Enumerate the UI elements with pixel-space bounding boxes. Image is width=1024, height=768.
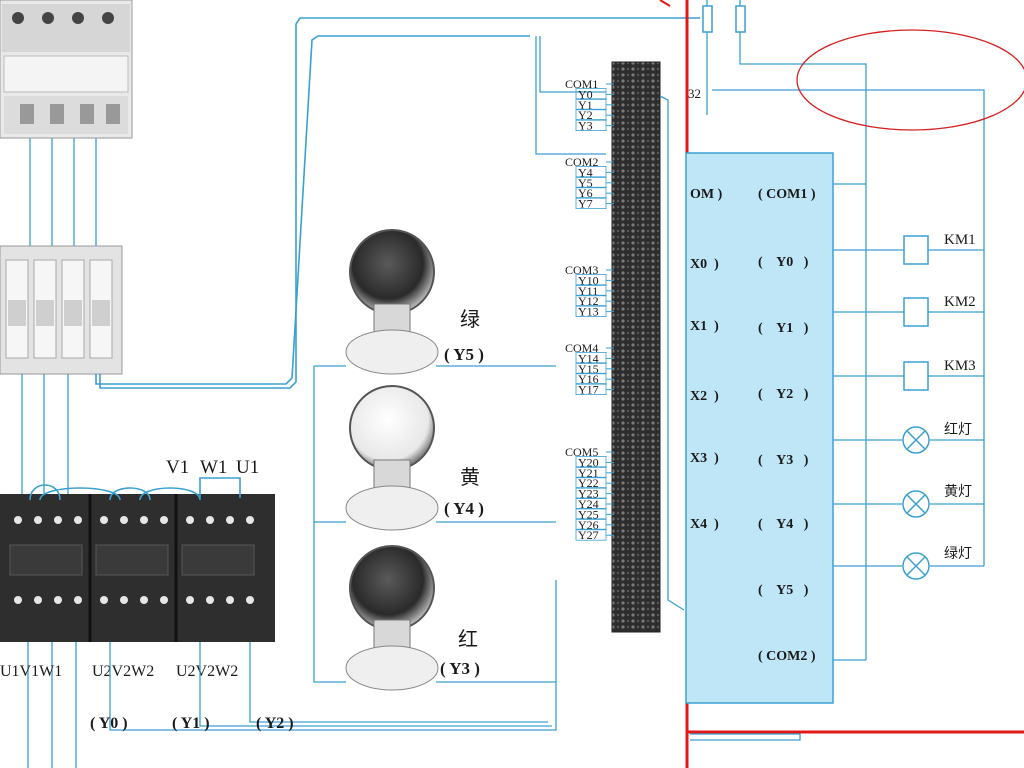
terminal-label: COM1 — [565, 77, 598, 91]
lamp-green-addr: ( Y5 ) — [444, 345, 484, 364]
plc-output-label: ( COM2 ) — [758, 649, 816, 664]
phase-label-u1: U1 — [236, 457, 259, 478]
load-label-km3: KM3 — [944, 358, 976, 374]
terminal-label: Y3 — [578, 119, 593, 133]
plc-terminal-strip — [535, 36, 685, 633]
motor-terminals-1: U1V1W1 — [0, 663, 62, 680]
terminal-label: Y11 — [578, 284, 598, 298]
wire-number-32: 32 — [688, 86, 701, 101]
relay-coil-km2 — [903, 297, 929, 327]
terminal-label: Y12 — [578, 294, 599, 308]
terminal-label: Y0 — [578, 87, 593, 101]
lamp-yellow — [345, 385, 439, 531]
terminal-label: COM2 — [565, 155, 598, 169]
terminal-label: Y27 — [578, 528, 599, 542]
plc-output-label: ( Y0 ) — [758, 255, 809, 270]
motor-terminals-3: U2V2W2 — [176, 663, 238, 680]
lamp-green-name: 绿 — [460, 307, 480, 331]
lamp-red — [345, 545, 439, 691]
plc-input-label: X2 ) — [690, 389, 719, 404]
lamp-yellow-name: 黄 — [460, 465, 480, 489]
lamp-green — [345, 229, 439, 375]
plc-output-label: ( Y3 ) — [758, 453, 809, 468]
supply-wires — [21, 17, 700, 768]
relay-coil-km3 — [903, 361, 929, 391]
load-label-red-lamp: 红灯 — [944, 422, 972, 438]
phase-label-w1: W1 — [200, 457, 227, 478]
lamp-red-addr: ( Y3 ) — [440, 659, 480, 678]
plc-input-label: X4 ) — [690, 517, 719, 532]
lamp-symbol-red — [902, 426, 930, 454]
lamp-yellow-addr: ( Y4 ) — [444, 499, 484, 518]
lamp-red-name: 红 — [458, 627, 478, 651]
plc-input-label: OM ) — [690, 187, 723, 202]
bottom-wire — [690, 733, 801, 741]
terminal-label: Y6 — [578, 186, 593, 200]
plc-input-label: X3 ) — [690, 451, 719, 466]
terminal-label: Y24 — [578, 497, 599, 511]
coil-label-y1: ( Y1 ) — [172, 715, 210, 732]
plc-output-labels: ( COM1 ) ( Y0 ) ( Y1 ) ( Y2 ) ( Y3 ) ( Y4 ) ( … — [758, 187, 816, 664]
terminal-label: Y10 — [578, 273, 599, 287]
plc-input-labels: OM ) X0 ) X1 ) X2 ) X3 ) X4 ) — [690, 187, 723, 532]
plc-output-label: ( Y2 ) — [758, 387, 809, 402]
phase-label-v1: V1 — [166, 457, 189, 478]
motor-terminals-2: U2V2W2 — [92, 663, 154, 680]
terminal-label: Y22 — [578, 476, 599, 490]
terminal-label: Y23 — [578, 487, 599, 501]
fuse-block — [0, 245, 123, 375]
plc-input-label: X0 ) — [690, 257, 719, 272]
plc-output-label: ( Y5 ) — [758, 583, 809, 598]
plc-input-label: X1 ) — [690, 319, 719, 334]
lamp-wires — [313, 365, 556, 683]
terminal-label: COM5 — [565, 445, 598, 459]
relay-coil-km1 — [903, 235, 929, 265]
lamp-symbol-yellow — [902, 490, 930, 518]
coil-label-y0: ( Y0 ) — [90, 715, 128, 732]
terminal-label: COM3 — [565, 263, 598, 277]
highlight-ellipse — [796, 29, 1024, 131]
output-rungs — [833, 183, 984, 661]
terminal-label: Y25 — [578, 507, 599, 521]
terminal-label: Y16 — [578, 372, 599, 386]
plc-module — [685, 152, 834, 704]
terminal-label: COM4 — [565, 341, 598, 355]
terminal-label: Y5 — [578, 176, 593, 190]
contactor-coil-wires — [109, 580, 557, 731]
load-label-km1: KM1 — [944, 232, 976, 248]
plc-output-label: ( COM1 ) — [758, 187, 816, 202]
terminal-label: Y7 — [578, 197, 593, 211]
terminal-label: Y26 — [578, 518, 599, 532]
main-breaker — [0, 0, 133, 139]
plc-output-label: ( Y4 ) — [758, 517, 809, 532]
terminal-label: Y20 — [578, 455, 599, 469]
load-label-green-lamp: 绿灯 — [944, 546, 972, 562]
terminal-label: Y15 — [578, 362, 599, 376]
contactor-group — [0, 477, 275, 642]
terminal-label: Y1 — [578, 98, 593, 112]
plc-output-label: ( Y1 ) — [758, 321, 809, 336]
terminal-label: Y21 — [578, 466, 599, 480]
coil-label-y2: ( Y2 ) — [256, 715, 294, 732]
terminal-label: Y14 — [578, 351, 599, 365]
terminal-labels: COM1Y0Y1Y2Y3COM2Y4Y5Y6Y7COM3Y10Y11Y12Y13… — [565, 77, 614, 542]
terminal-label: Y13 — [578, 305, 599, 319]
terminal-label: Y2 — [578, 108, 593, 122]
terminal-label: Y4 — [578, 165, 593, 179]
terminal-label: Y17 — [578, 383, 599, 397]
load-label-yellow-lamp: 黄灯 — [944, 483, 972, 500]
load-label-km2: KM2 — [944, 294, 976, 310]
lamp-symbol-green — [902, 552, 930, 580]
